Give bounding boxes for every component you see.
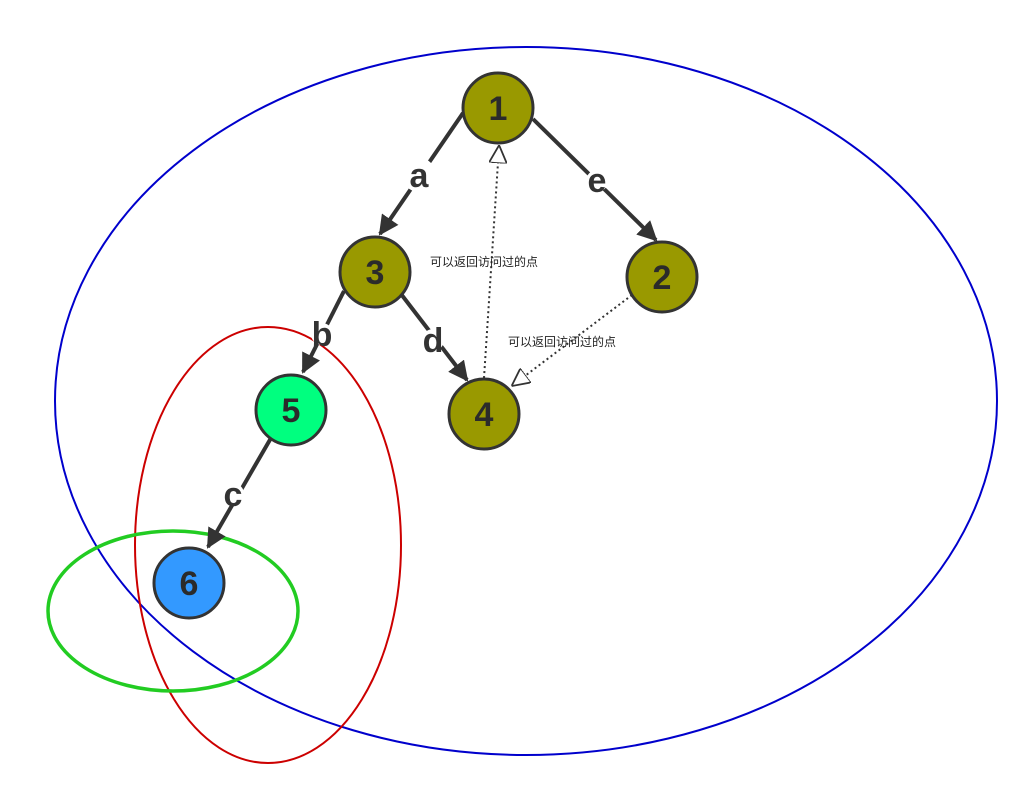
node-2-circle xyxy=(625,240,699,314)
node-3-circle xyxy=(338,235,412,309)
annotation-back-edge-4-1: 可以返回访问过的点 xyxy=(430,254,538,269)
node-6-circle xyxy=(152,546,226,620)
node-3: 3 xyxy=(338,235,412,309)
edge-label-a: a xyxy=(402,157,436,195)
edge-label-b-text: b xyxy=(312,316,333,354)
node-2-label: 2 xyxy=(653,259,672,297)
edge-label-d-text: d xyxy=(423,322,444,360)
annotation-back-edge-2-4: 可以返回访问过的点 xyxy=(508,334,616,349)
edge-label-c-text: c xyxy=(224,476,243,514)
node-5: 5 xyxy=(254,373,328,447)
node-4: 4 xyxy=(447,377,521,451)
edge-label-e: e xyxy=(586,162,608,200)
outer-region-ellipse xyxy=(54,46,998,756)
inner-region-ellipse xyxy=(46,529,300,693)
node-1-circle xyxy=(461,71,535,145)
node-5-label: 5 xyxy=(282,392,301,430)
node-4-label: 4 xyxy=(475,396,494,434)
node-6: 6 xyxy=(152,546,226,620)
edge-label-d: d xyxy=(422,322,444,360)
edge-label-c: c xyxy=(222,476,244,514)
node-4-circle xyxy=(447,377,521,451)
node-1-label: 1 xyxy=(489,90,508,128)
node-6-label: 6 xyxy=(180,565,199,603)
node-5-circle xyxy=(254,373,328,447)
edge-4-to-1-dotted xyxy=(483,147,499,379)
middle-region-ellipse xyxy=(134,326,402,764)
node-1: 1 xyxy=(461,71,535,145)
edge-label-b: b xyxy=(311,316,333,354)
edge-label-a-text: a xyxy=(410,157,430,195)
node-2: 2 xyxy=(625,240,699,314)
node-3-label: 3 xyxy=(366,254,385,292)
edge-label-e-text: e xyxy=(588,162,607,200)
